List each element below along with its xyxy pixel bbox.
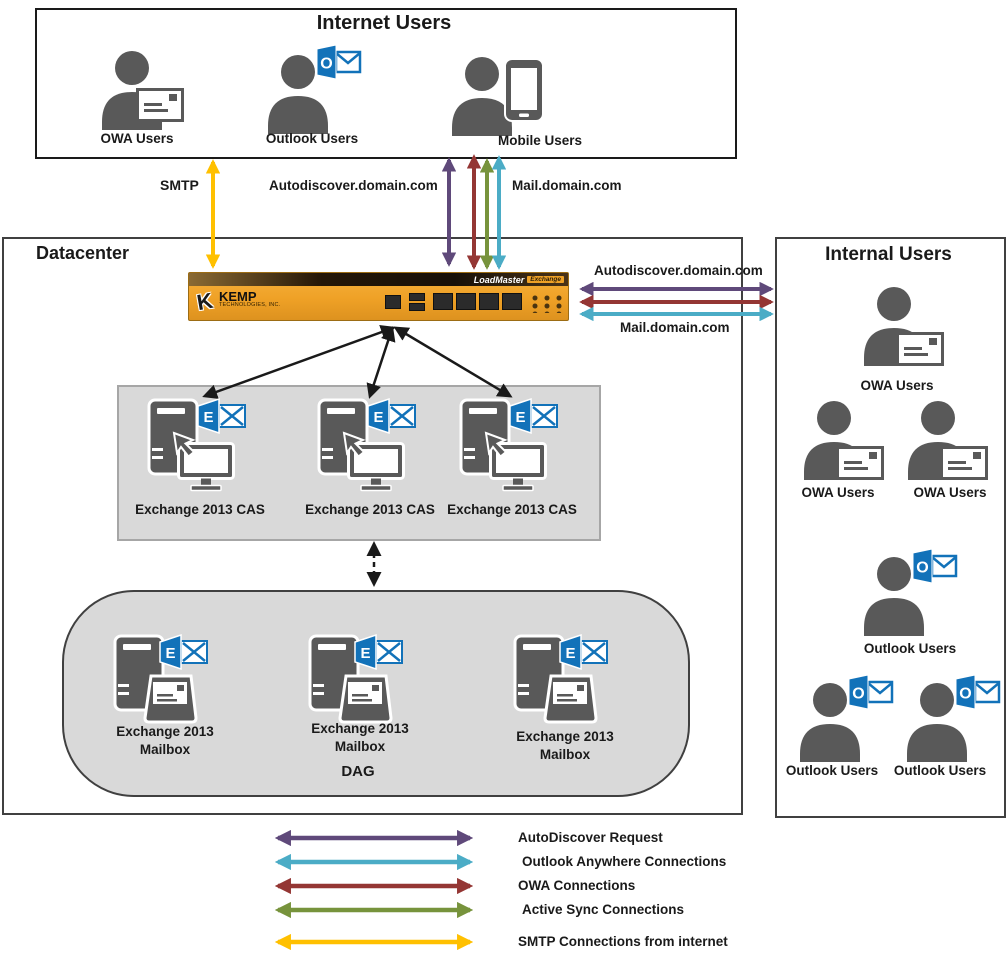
mailbox-label-line1: Exchange 2013: [311, 721, 409, 736]
kemp-brand-name: KEMP: [219, 289, 257, 304]
dag-label: DAG: [341, 763, 375, 780]
ethernet-ports-icon: [433, 293, 522, 310]
internal-owa-users-3-label: OWA Users: [913, 485, 987, 500]
kemp-loadmaster-appliance: LoadMaster Exchange K KEMP TECHNOLOGIES,…: [188, 272, 569, 321]
mailbox-label-line2: Mailbox: [334, 739, 386, 755]
autodiscover-top-link-label: Autodiscover.domain.com: [269, 178, 438, 193]
legend-outlook-anywhere-label: Outlook Anywhere Connections: [522, 854, 727, 869]
internal-users-title: Internal Users: [825, 244, 952, 265]
internet-users-title: Internet Users: [316, 12, 452, 34]
cas-server-3-label: Exchange 2013 CAS: [447, 502, 577, 517]
internal-owa-users-1-label: OWA Users: [860, 378, 934, 393]
datacenter-title: Datacenter: [36, 243, 130, 263]
internal-outlook-users-1-label: Outlook Users: [863, 641, 957, 656]
cas-server-2-label: Exchange 2013 CAS: [305, 502, 435, 517]
mailbox-label-line1: Exchange 2013: [116, 724, 214, 739]
smtp-link-label: SMTP: [160, 177, 199, 193]
legend-autodiscover-label: AutoDiscover Request: [518, 830, 663, 845]
internal-outlook-users-3-label: Outlook Users: [893, 763, 987, 778]
management-port-icon: [385, 295, 401, 309]
mailbox-server-1-label: Exchange 2013 Mailbox: [95, 723, 235, 759]
legend-activesync-label: Active Sync Connections: [522, 902, 685, 917]
kemp-logo-icon: K: [194, 287, 215, 316]
autodiscover-right-link-label: Autodiscover.domain.com: [594, 263, 763, 278]
mailbox-server-2-label: Exchange 2013 Mailbox: [290, 720, 430, 756]
status-led-grid-icon: [528, 293, 562, 313]
cas-server-1-label: Exchange 2013 CAS: [135, 502, 265, 517]
mailbox-label-line2: Mailbox: [139, 742, 191, 758]
mailbox-server-3-label: Exchange 2013 Mailbox: [495, 728, 635, 764]
internet-owa-users-label: OWA Users: [100, 131, 174, 146]
mail-right-link-label: Mail.domain.com: [620, 320, 730, 335]
kemp-brand-block: KEMP TECHNOLOGIES, INC.: [219, 290, 280, 309]
internet-outlook-users-label: Outlook Users: [265, 131, 359, 146]
legend-smtp-label: SMTP Connections from internet: [518, 934, 728, 949]
loadmaster-top-bezel: LoadMaster Exchange: [189, 273, 568, 286]
mailbox-label-line1: Exchange 2013: [516, 729, 614, 744]
internal-users-box: [775, 237, 1006, 818]
loadmaster-product-label: LoadMaster: [473, 274, 525, 285]
internal-outlook-users-2-label: Outlook Users: [785, 763, 879, 778]
loadmaster-edition-badge: Exchange: [527, 276, 564, 283]
internal-owa-users-2-label: OWA Users: [801, 485, 875, 500]
internet-mobile-users-label: Mobile Users: [497, 133, 583, 148]
mail-top-link-label: Mail.domain.com: [512, 178, 622, 193]
mailbox-label-line2: Mailbox: [539, 747, 591, 763]
cas-server-group: [117, 385, 601, 541]
usb-ports-icon: [409, 293, 425, 311]
legend-owa-label: OWA Connections: [518, 878, 636, 893]
kemp-brand-subtitle: TECHNOLOGIES, INC.: [219, 302, 281, 308]
